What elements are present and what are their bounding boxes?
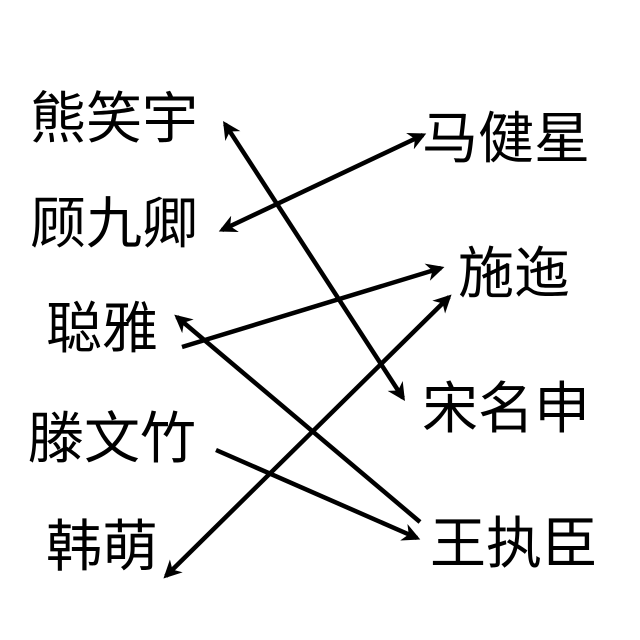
- left-name-2: 顾九卿: [30, 192, 198, 257]
- arrow-3: [181, 263, 445, 350]
- arrow-1: [223, 120, 405, 402]
- arrow-6: [163, 294, 452, 579]
- left-name-1: 熊笑宇: [30, 87, 198, 152]
- left-name-5: 韩萌: [46, 515, 158, 580]
- right-name-4: 王执臣: [430, 512, 598, 577]
- arrow-2: [218, 132, 427, 233]
- arrow-4: [174, 314, 422, 524]
- left-name-3: 聪雅: [46, 297, 158, 362]
- right-name-2: 施迤: [458, 242, 570, 307]
- right-name-1: 马健星: [422, 107, 590, 172]
